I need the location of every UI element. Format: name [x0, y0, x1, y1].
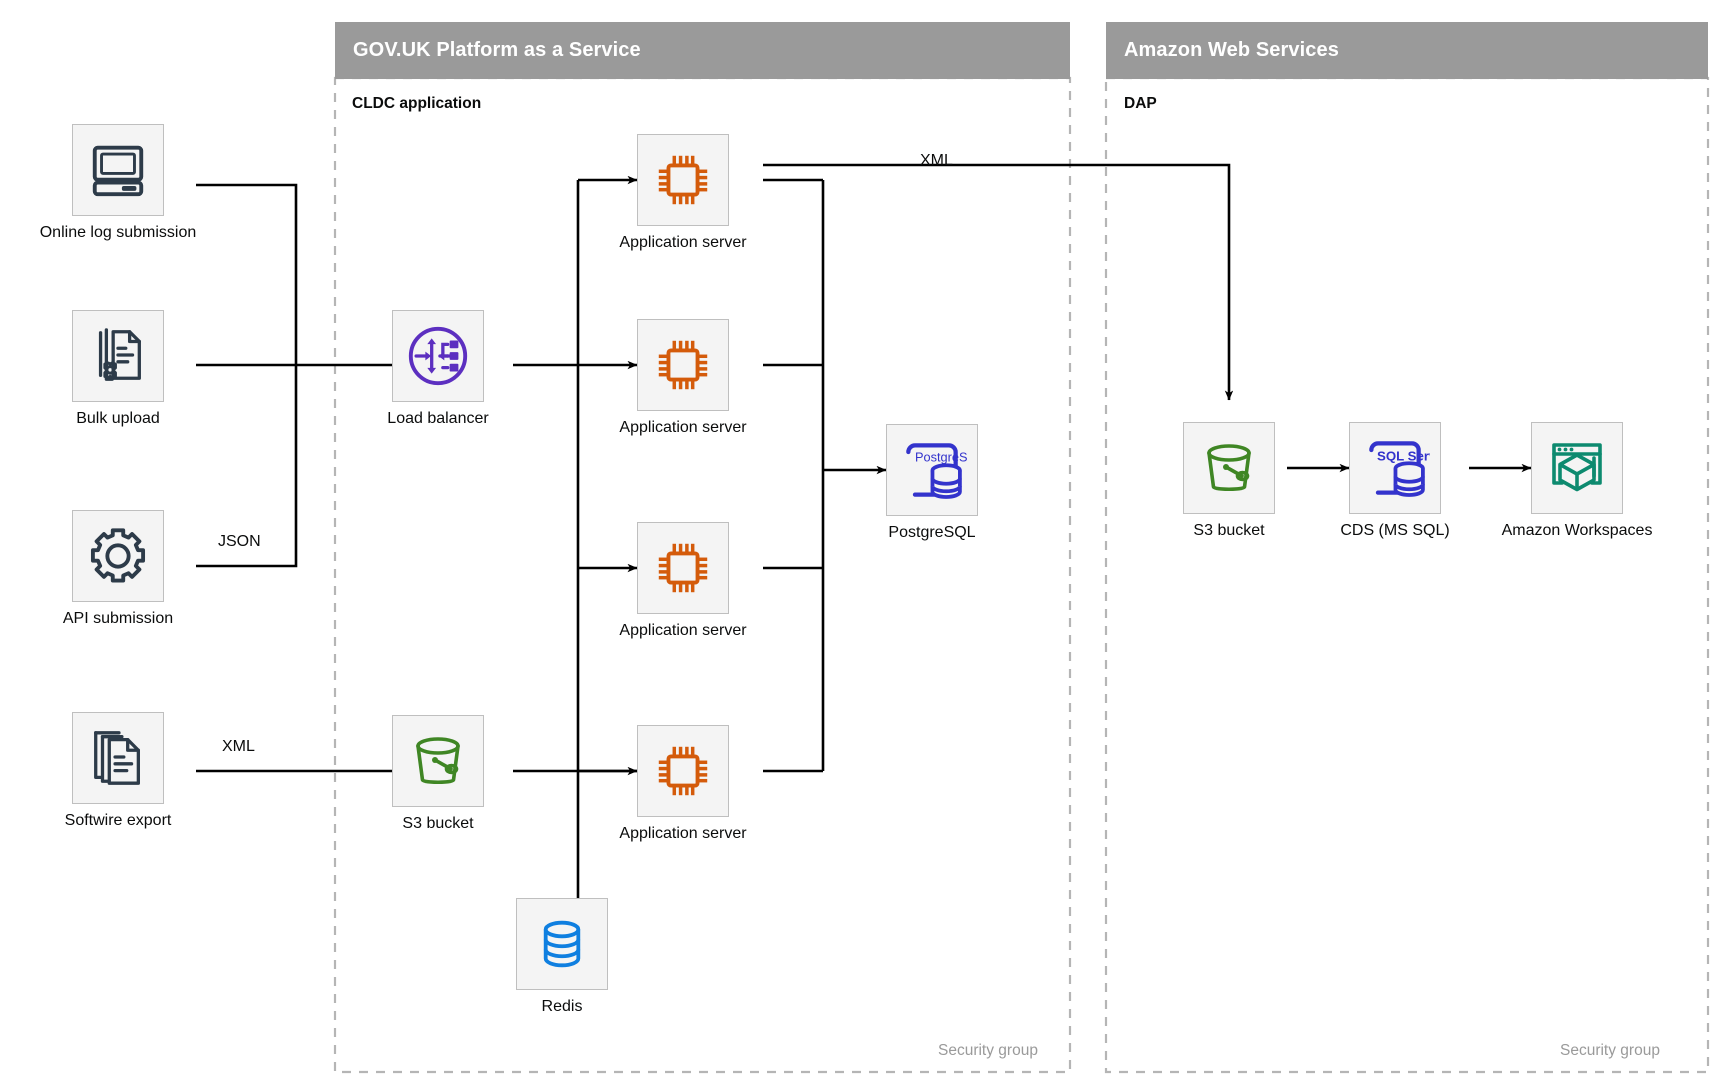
group-sublabel-cldc: CLDC application — [352, 95, 482, 112]
group-header-aws: Amazon Web Services — [1106, 22, 1708, 79]
desktop-computer-icon — [92, 145, 144, 197]
node-box — [72, 310, 164, 402]
documents-stack-icon — [94, 731, 140, 785]
node-caption: PostgreSQL — [888, 524, 976, 541]
node-caption: Bulk upload — [76, 410, 160, 427]
cpu-chip-icon — [658, 340, 708, 390]
node-bulk-upload[interactable]: Bulk upload — [72, 310, 164, 427]
security-group-label-aws: Security group — [1560, 1042, 1660, 1059]
node-box — [637, 134, 729, 226]
node-box — [516, 898, 608, 990]
node-box: PostgreSQL — [886, 424, 978, 516]
load-balancer-icon — [408, 326, 468, 386]
node-caption: Online log submission — [39, 224, 197, 241]
edge-label-json: JSON — [218, 533, 261, 550]
sql-server-icon-text: SQL Server — [1377, 448, 1430, 463]
node-app-server-4[interactable]: Application server — [619, 725, 747, 842]
bucket-icon — [416, 737, 460, 785]
node-box — [637, 319, 729, 411]
node-caption: Application server — [619, 234, 747, 251]
node-caption: CDS (MS SQL) — [1340, 522, 1450, 539]
node-box — [72, 124, 164, 216]
node-caption: API submission — [62, 610, 174, 627]
gear-icon — [90, 528, 146, 583]
node-box — [392, 715, 484, 807]
node-s3-bucket-aws[interactable]: S3 bucket — [1183, 422, 1275, 539]
node-box — [1183, 422, 1275, 514]
node-app-server-1[interactable]: Application server — [619, 134, 747, 251]
node-caption: Redis — [541, 998, 583, 1015]
node-caption: Load balancer — [387, 410, 489, 427]
cpu-chip-icon — [658, 543, 708, 593]
group-header-paas: GOV.UK Platform as a Service — [335, 22, 1070, 79]
node-app-server-2[interactable]: Application server — [619, 319, 747, 436]
node-caption: Application server — [619, 419, 747, 436]
cpu-chip-icon — [658, 155, 708, 205]
node-caption: S3 bucket — [402, 815, 474, 832]
node-box: SQL Server — [1349, 422, 1441, 514]
node-load-balancer[interactable]: Load balancer — [387, 310, 489, 427]
bucket-icon — [1207, 444, 1251, 492]
postgresql-icon: PostgreSQL — [906, 443, 967, 499]
node-cds-ms-sql[interactable]: SQL Server CDS (MS SQL) — [1340, 422, 1450, 539]
node-box — [392, 310, 484, 402]
group-header-aws-title: Amazon Web Services — [1124, 39, 1339, 61]
group-sublabel-dap: DAP — [1124, 95, 1157, 112]
cpu-chip-icon — [658, 746, 708, 796]
node-postgresql[interactable]: PostgreSQL PostgreSQL — [886, 424, 978, 541]
node-caption: Softwire export — [64, 812, 172, 829]
node-caption: Application server — [619, 622, 747, 639]
node-redis[interactable]: Redis — [516, 898, 608, 1015]
node-caption: S3 bucket — [1193, 522, 1265, 539]
node-s3-bucket-paas[interactable]: S3 bucket — [392, 715, 484, 832]
workspaces-cube-icon — [1552, 443, 1602, 492]
document-gear-icon — [98, 328, 141, 381]
node-box — [1531, 422, 1623, 514]
database-cylinder-icon — [543, 920, 581, 968]
node-box — [637, 522, 729, 614]
node-app-server-3[interactable]: Application server — [619, 522, 747, 639]
edge-label-xml-softwire: XML — [222, 738, 255, 755]
node-softwire-export[interactable]: Softwire export — [65, 712, 171, 829]
node-api-submission[interactable]: API submission — [63, 510, 173, 627]
node-caption: Amazon Workspaces — [1501, 522, 1653, 539]
group-header-paas-title: GOV.UK Platform as a Service — [353, 39, 641, 61]
node-box — [72, 510, 164, 602]
node-online-log-submission[interactable]: Online log submission — [40, 124, 196, 241]
node-box — [637, 725, 729, 817]
postgresql-icon-text: PostgreSQL — [915, 449, 967, 464]
node-caption: Application server — [619, 825, 747, 842]
security-group-label-paas: Security group — [938, 1042, 1038, 1059]
edge-label-xml-dap: XML — [920, 152, 953, 169]
sql-server-icon: SQL Server — [1369, 441, 1430, 497]
node-amazon-workspaces[interactable]: Amazon Workspaces — [1502, 422, 1652, 539]
node-box — [72, 712, 164, 804]
